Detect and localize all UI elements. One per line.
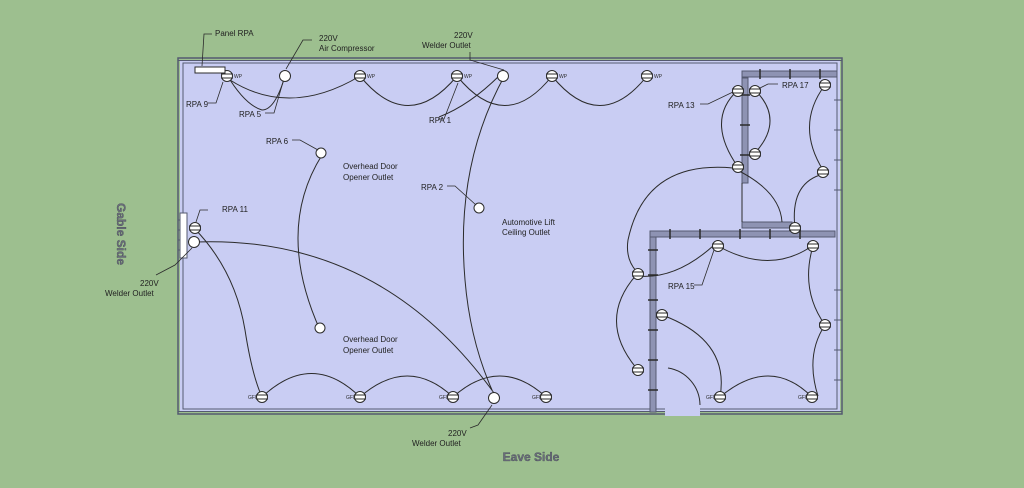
- label-welder-bottom-name: Welder Outlet: [412, 439, 462, 448]
- label-rpa2: RPA 2: [421, 183, 444, 192]
- interior-wall-ticks: [648, 69, 821, 391]
- label-welder-bottom-voltage: 220V: [448, 429, 467, 438]
- label-lift-line2: Ceiling Outlet: [502, 228, 551, 237]
- label-welder-top-name: Welder Outlet: [422, 41, 472, 50]
- label-rpa13: RPA 13: [668, 101, 695, 110]
- gfi-tag: GFI: [706, 395, 714, 401]
- eave-side-label: Eave Side: [503, 450, 560, 464]
- interior-door-swings: [667, 183, 743, 406]
- label-door1-line1: Overhead Door: [343, 162, 398, 171]
- label-rpa9: RPA 9: [186, 100, 209, 109]
- label-compressor-name: Air Compressor: [319, 44, 375, 53]
- gfi-tag: GFI: [346, 395, 354, 401]
- label-rpa1: RPA 1: [429, 116, 452, 125]
- gfi-tag: GFI: [439, 395, 447, 401]
- wp-tag: WP: [654, 74, 663, 80]
- wp-tag: WP: [367, 74, 376, 80]
- label-rpa15: RPA 15: [668, 282, 695, 291]
- label-compressor-voltage: 220V: [319, 34, 338, 43]
- label-door1-line2: Opener Outlet: [343, 173, 394, 182]
- label-door2-line2: Opener Outlet: [343, 346, 394, 355]
- callout-lines: [155, 33, 778, 429]
- label-welder-left-voltage: 220V: [140, 279, 159, 288]
- label-door2-line1: Overhead Door: [343, 335, 398, 344]
- special-outlets: [188, 70, 509, 404]
- label-rpa6: RPA 6: [266, 137, 289, 146]
- panel-rpa: [194, 66, 226, 74]
- circuit-wiring: [193, 74, 826, 398]
- label-rpa17: RPA 17: [782, 81, 809, 90]
- gfi-tag: GFI: [248, 395, 256, 401]
- label-lift-line1: Automotive Lift: [502, 218, 556, 227]
- label-welder-left-name: Welder Outlet: [105, 289, 155, 298]
- label-rpa11: RPA 11: [222, 205, 248, 214]
- eave-gap: [665, 407, 700, 416]
- gfi-tag: GFI: [798, 395, 806, 401]
- wp-tag: WP: [464, 74, 473, 80]
- wp-tag: WP: [234, 74, 243, 80]
- wp-tag: WP: [559, 74, 568, 80]
- label-panel-rpa: Panel RPA: [215, 29, 254, 38]
- gfi-tag: GFI: [532, 395, 540, 401]
- label-welder-top-voltage: 220V: [454, 31, 473, 40]
- outlet-tags: WP WP WP WP WP GFI GFI GFI GFI GFI GFI: [234, 74, 806, 401]
- gable-side-label: Gable Side: [114, 203, 128, 265]
- gable-window: [179, 212, 188, 259]
- label-rpa5: RPA 5: [239, 110, 262, 119]
